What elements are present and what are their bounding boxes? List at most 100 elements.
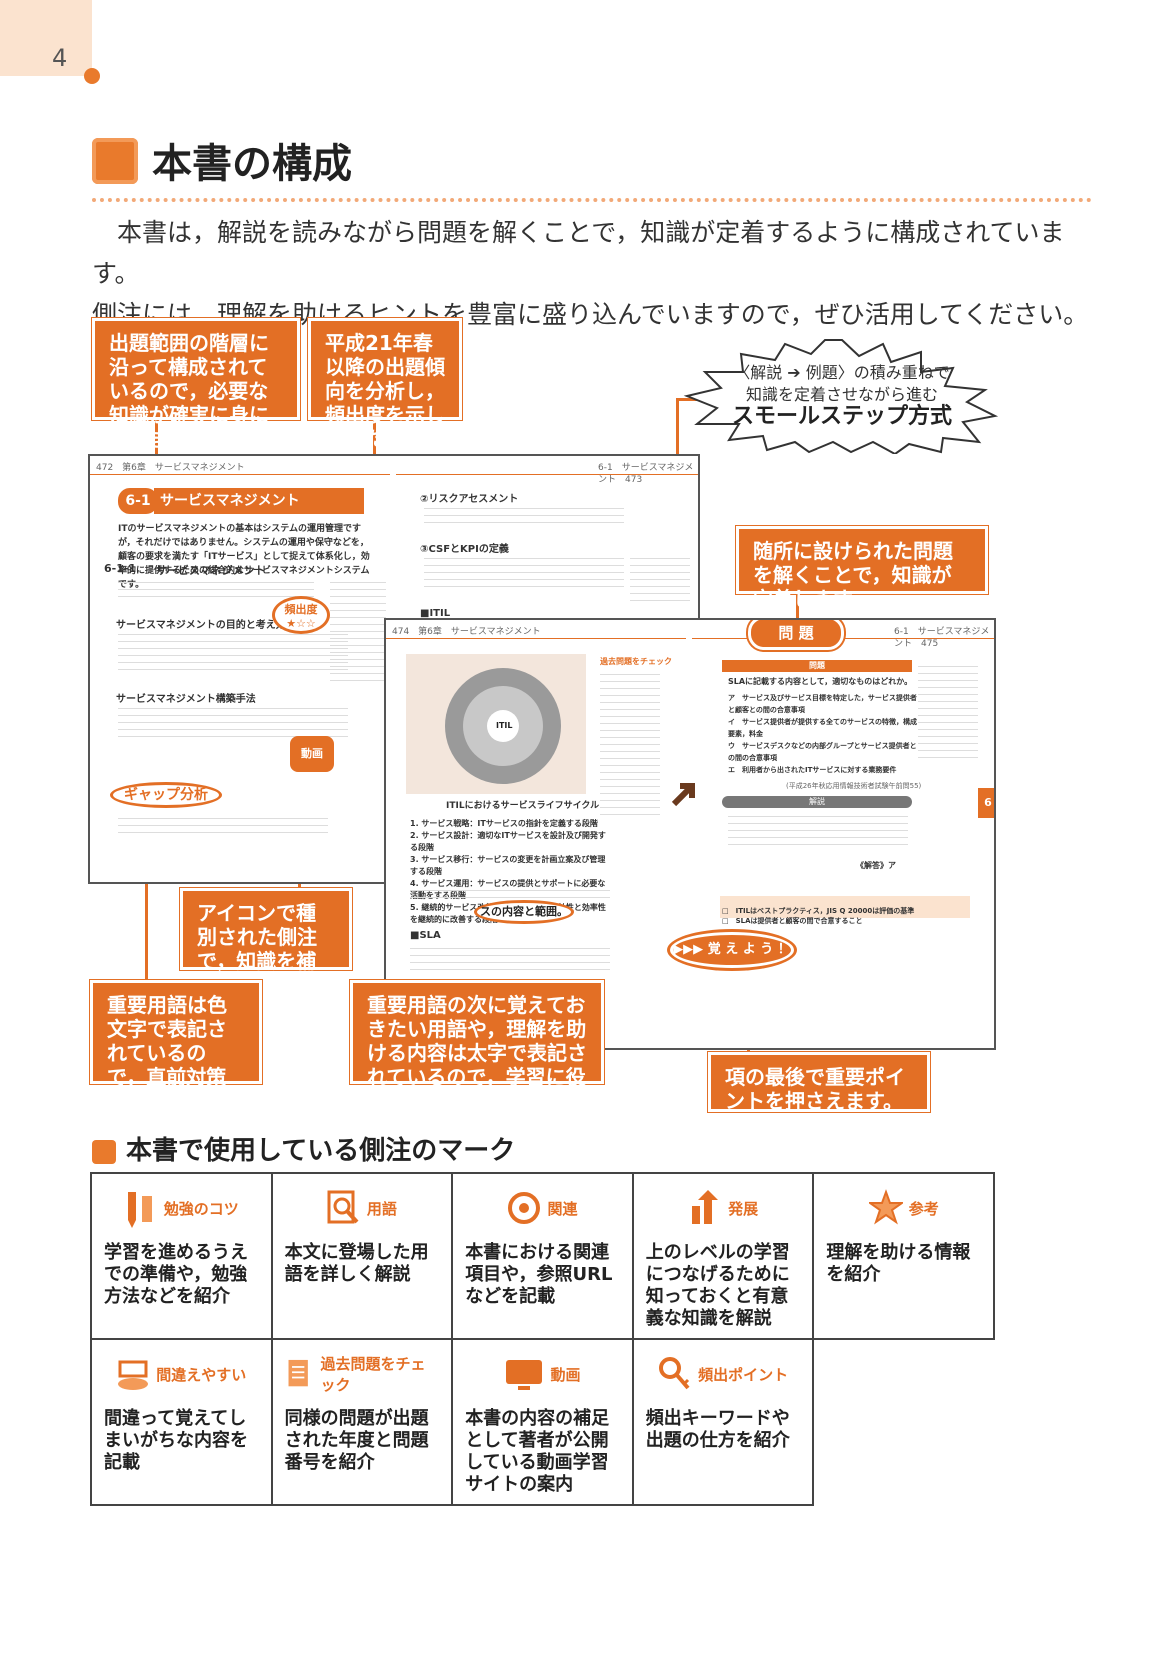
mark-label: 発展: [728, 1199, 759, 1218]
spread-right-header: 6-1 サービスマネジメント 473: [598, 463, 694, 485]
header-rule: [396, 474, 698, 475]
frequency-label: 頻出度: [284, 603, 318, 616]
content-scope-oval: スの内容と範囲。: [474, 900, 574, 924]
mark-desc: 同様の問題が出題された年度と問題番号を紹介: [284, 1408, 429, 1473]
burst-line-1: 〈解説 ➔ 例題〉の積み重ねで: [734, 363, 950, 382]
empty-cell: [813, 1339, 994, 1505]
magnifier-book-icon: [327, 1190, 359, 1224]
csf-heading: ③CSFとKPIの定義: [420, 544, 509, 555]
body-text-lines: [728, 810, 908, 851]
stage-item: 2. サービス設計：適切なITサービスを設計及び開発する段階: [410, 831, 606, 852]
side-note-lines: [600, 668, 660, 821]
mark-label: 用語: [366, 1199, 397, 1218]
arrow-pointer-icon: [671, 783, 695, 807]
dotted-divider: [92, 198, 1092, 202]
choice-item: ア サービス及びサービス目標を特定した，サービス提供者と顧客との間の合意事項: [728, 694, 917, 714]
chapter-side-tab: 6: [978, 788, 994, 818]
chapter-number: 6-1: [118, 488, 158, 514]
section2-square-icon: [92, 1140, 116, 1164]
oboeyo-item: □ ITILはベストプラクティス，JIS Q 20000は評価の基準: [722, 907, 915, 915]
stage-item: 1. サービス戦略：ITサービスの指針を定義する段階: [410, 819, 598, 828]
oboeyo-item: □ SLAは提供者と顧客の間で合意すること: [722, 917, 863, 925]
video-monitor-icon: [506, 1360, 543, 1390]
chapter-lead: ITのサービスマネジメントの基本はシステムの運用管理ですが，それだけではありませ…: [118, 524, 370, 590]
body-text-lines: [410, 884, 610, 904]
problem-label: 問題: [722, 660, 912, 672]
problem-source: (平成26年秋応用情報技術者試験午前問55): [786, 782, 922, 790]
spread-right-header: 6-1 サービスマネジメント 475: [894, 627, 990, 649]
mark-desc: 理解を助ける情報を紹介: [826, 1242, 971, 1285]
mark-label: 勉強のコツ: [163, 1199, 239, 1218]
mark-desc: 本書の内容の補足として著者が公開している動画学習サイトの案内: [465, 1408, 610, 1495]
intro-line-1: 本書は，解説を読みながら問題を解くことで，知識が定着するように構成されています。: [92, 218, 1065, 288]
connector-line: [145, 830, 148, 988]
section-title: サービスマネジメント: [156, 564, 266, 577]
page-dot: [84, 68, 100, 84]
burst-text: 〈解説 ➔ 例題〉の積み重ねで 知識を定着させながら進む スモールステップ方式: [683, 362, 1001, 428]
video-badge: 動画: [290, 736, 334, 772]
callout-colored-terms: 重要用語は色文字で表記されているので，直前対策にも役立ちます。: [90, 980, 262, 1137]
mark-cell-term: 用語 本文に登場した用語を詳しく解説: [270, 1172, 454, 1340]
mark-cell-reference: 参考 理解を助ける情報を紹介: [812, 1172, 995, 1340]
mark-cell-related: 関連 本書における関連項目や，参照URLなどを記載: [451, 1172, 634, 1340]
sub-heading-1: サービスマネジメントの目的と考え方: [116, 620, 286, 631]
mark-cell-frequent: 頻出ポイント 頻出キーワードや出題の仕方を紹介: [631, 1338, 815, 1506]
starburst-shape: [683, 339, 999, 454]
pencil-icon: [127, 1192, 152, 1228]
past-check-label: 過去問題をチェック: [600, 657, 672, 666]
choice-item: ウ サービスデスクなどの内部グループとサービス提供者との間の合意事項: [728, 742, 917, 762]
growth-arrow-icon: [692, 1190, 719, 1224]
callout-summary: 項の最後で重要ポイントを押さえます。: [708, 1052, 930, 1113]
mark-cell-advanced: 発展 上のレベルの学習につなげるために知っておくと有意義な知識を解説: [631, 1172, 815, 1340]
body-text-lines: [118, 628, 348, 676]
section2-title: 本書で使用している側注のマーク: [126, 1136, 516, 1166]
marks-table: 勉強のコツ 学習を進めるうえでの準備や，勉強方法などを紹介 用語 本文に登場した…: [90, 1172, 995, 1506]
sample-spread-2: 474 第6章 サービスマネジメント 6-1 サービスマネジメント 475 IT…: [384, 618, 996, 1050]
choice-item: イ サービス提供者が提供する全てのサービスの特徴，構成要素，料金: [728, 718, 917, 738]
mark-label: 動画: [550, 1365, 581, 1384]
callout-icons: アイコンで種別された側注で，知識を補足します。: [180, 888, 352, 997]
side-note-lines: [630, 552, 690, 607]
header-rule: [386, 638, 686, 639]
mark-label: 過去問題をチェック: [320, 1355, 426, 1394]
gap-analysis-oval: ギャップ分析: [110, 782, 222, 808]
connector-line: [796, 592, 799, 620]
oboeyo-badge: ▶▶▶ 覚 え よ う ！: [670, 932, 794, 968]
stage-item: 4. サービス運用：サービスの提供とサポートに必要な活動をする段階: [410, 879, 606, 900]
lifecycle-caption: ITILにおけるサービスライフサイクル: [446, 801, 600, 811]
spread-left-header: 472 第6章 サービスマネジメント: [96, 463, 245, 473]
body-text-lines: [424, 552, 624, 593]
mark-cell-past-check: 過去問題をチェック 同様の問題が出題された年度と問題番号を紹介: [270, 1338, 454, 1506]
title-square-icon: [92, 138, 138, 184]
risk-heading: ②リスクアセスメント: [420, 494, 519, 505]
lifecycle-center-label: ITIL: [496, 721, 513, 730]
body-text-lines: [424, 502, 624, 529]
sub-heading-2: サービスマネジメント構築手法: [116, 694, 256, 705]
callout-problems: 随所に設けられた問題を解くことで，知識が定着します。: [736, 526, 988, 611]
body-text-lines: [118, 812, 328, 839]
choices: ア サービス及びサービス目標を特定した，サービス提供者と顧客との間の合意事項 イ…: [728, 692, 918, 776]
mark-desc: 学習を進めるうえでの準備や，勉強方法などを紹介: [104, 1242, 248, 1307]
stage-item: 3. サービス移行：サービスの変更を計画立案及び管理する段階: [410, 855, 606, 876]
body-text-lines: [118, 576, 314, 603]
mark-desc: 本文に登場した用語を詳しく解説: [284, 1242, 429, 1285]
mark-desc: 間違って覚えてしまいがちな内容を記載: [104, 1408, 248, 1473]
problem-badge: 問 題: [748, 620, 844, 650]
warning-plate-icon: [118, 1360, 149, 1390]
section-number: 6-1-1: [104, 562, 137, 575]
oboeyo-items: □ ITILはベストプラクティス，JIS Q 20000は評価の基準 □ SLA…: [722, 906, 962, 926]
header-rule: [692, 638, 994, 639]
connector-line: [676, 398, 704, 401]
document-check-icon: [288, 1359, 308, 1387]
callout-hierarchy: 出題範囲の階層に沿って構成されているので，必要な知識が確実に身に付きます。: [92, 318, 300, 451]
mark-cell-mistake: 間違えやすい 間違って覚えてしまいがちな内容を記載: [90, 1338, 273, 1506]
body-text-lines: [118, 702, 348, 743]
callout-frequency: 平成21年春以降の出題傾向を分析し，頻出度を示しました。: [308, 318, 462, 451]
link-circle-icon: [508, 1192, 541, 1224]
mark-label: 間違えやすい: [156, 1365, 247, 1384]
problem-text: SLAに記載する内容として，適切なものはどれか。: [728, 677, 913, 686]
itil-heading: ■ITIL: [420, 608, 451, 619]
burst-big-text: スモールステップ方式: [731, 404, 952, 429]
spread-left-header: 474 第6章 サービスマネジメント: [392, 627, 541, 637]
mark-cell-study: 勉強のコツ 学習を進めるうえでの準備や，勉強方法などを紹介: [90, 1172, 273, 1340]
